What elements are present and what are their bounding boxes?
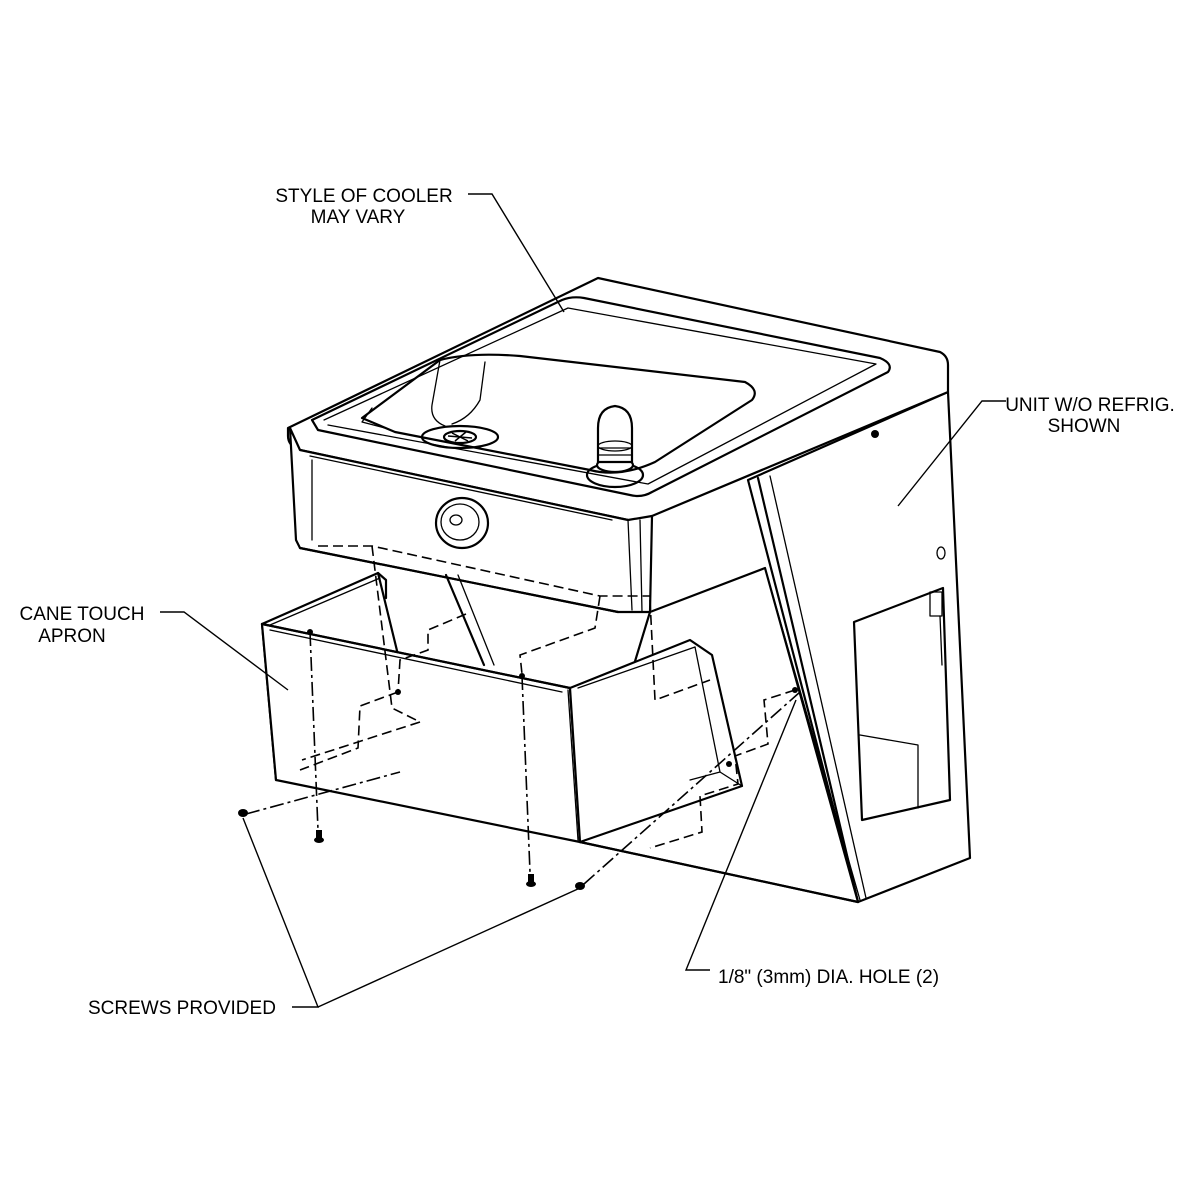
label-screws-provided: SCREWS PROVIDED: [88, 998, 276, 1019]
label-hole: 1/8" (3mm) DIA. HOLE (2): [718, 967, 939, 988]
labels: STYLE OF COOLER MAY VARY UNIT W/O REFRIG…: [20, 186, 1175, 1019]
access-opening: [852, 586, 952, 822]
label-unit-wo-refrig-2: SHOWN: [1048, 416, 1121, 437]
drain: [420, 424, 500, 450]
screw-2: [314, 830, 324, 843]
leader-unit-wo-refrig: [897, 400, 1006, 507]
side-hole: [936, 546, 946, 560]
label-cane-touch-apron-2: APRON: [38, 626, 106, 647]
leader-screws-b: [317, 887, 581, 1008]
screw-3: [526, 874, 536, 887]
leader-style-of-cooler: [468, 193, 565, 313]
screw-4: [575, 882, 585, 890]
label-cane-touch-apron-1: CANE TOUCH: [20, 604, 145, 625]
screws: [238, 809, 585, 890]
label-style-of-cooler-1: STYLE OF COOLER: [275, 186, 452, 207]
label-unit-wo-refrig-1: UNIT W/O REFRIG.: [1005, 395, 1175, 416]
push-button: [434, 496, 490, 550]
cane-touch-apron: [260, 571, 798, 844]
leader-screws-a: [242, 817, 320, 1008]
cabinet-underside: [444, 573, 860, 904]
bubbler: [585, 404, 645, 489]
apron-right-panel: [568, 638, 744, 844]
cooler-top: [286, 276, 950, 614]
hidden-lines: [245, 545, 801, 885]
leader-hole: [684, 699, 797, 971]
label-style-of-cooler-2: MAY VARY: [311, 207, 406, 228]
leader-lines: [160, 193, 1006, 1008]
leader-cane-touch-apron: [160, 611, 289, 691]
screw-1: [238, 809, 248, 817]
